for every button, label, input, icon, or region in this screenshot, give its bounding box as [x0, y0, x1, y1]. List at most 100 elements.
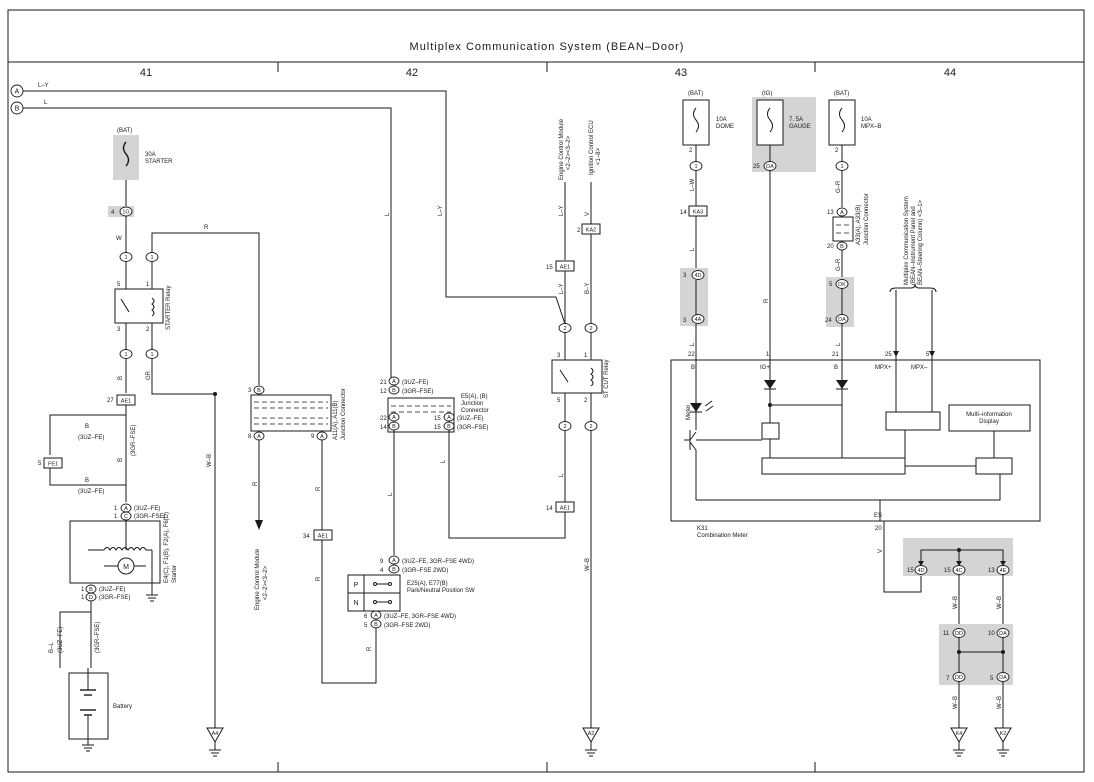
conn-4d-label: 4D — [694, 273, 701, 279]
bus-terminal-a-label: A — [15, 89, 20, 96]
wire-label-wb4: W–B — [997, 596, 1003, 609]
e5-pin: 14 — [380, 425, 387, 431]
junction-connector-a11 — [250, 394, 332, 432]
wire-bus-b — [23, 107, 392, 380]
fuse-mpxb-name: MPX–B — [861, 124, 881, 130]
wire-label-ly-vert: L–Y — [438, 205, 444, 216]
starter-bottom-pin: 1 — [81, 587, 85, 593]
splice-conn-label: DA — [999, 675, 1007, 681]
ground-symbol — [953, 749, 965, 757]
pn-pin-uz2: (3UZ–FE, 3GR–FSE 4WD) — [384, 614, 456, 620]
meter-ref: K31 — [697, 526, 708, 532]
relay-pin — [145, 349, 159, 359]
icu-top-name: Ignition Control ECU — [589, 120, 595, 175]
wire-ground-bus — [696, 474, 1001, 501]
fuse-starter-rating: 30A — [145, 152, 156, 158]
wire-label-wb6: W–B — [997, 696, 1003, 709]
meter-mpx-plus-label: MPX+ — [875, 365, 892, 371]
splice-pin: 15 — [907, 568, 914, 574]
e5-pin-gr2: (3GR–FSE) — [457, 425, 488, 431]
fuse-gauge-source: (IG) — [762, 91, 772, 97]
splice-conn-label: 4C — [955, 568, 962, 574]
pn-pin-b2 — [370, 619, 382, 629]
e5-conn: E5(A), (B) — [461, 394, 488, 400]
fuse-dome-box — [682, 99, 710, 146]
arrow-icon — [918, 561, 924, 566]
stcut-pin-num: 3 — [557, 353, 561, 359]
stcut-pin-label: 2 — [563, 326, 566, 332]
wire-label-r5: R — [367, 646, 373, 651]
splice-pin: 15 — [944, 568, 951, 574]
wire-label-bl: B–L — [49, 642, 55, 653]
starter-b-uz: (3UZ–FE) — [99, 587, 125, 593]
a33-name: Junction Connector — [864, 193, 870, 245]
conn-dk-label: DK — [838, 282, 846, 288]
mpx-sys-ref: Multiplex Communication System — [904, 196, 910, 285]
starter-coil — [103, 547, 147, 551]
pn-pin: 9 — [380, 559, 384, 565]
a33-pin-label: A — [840, 210, 844, 216]
ka2-pin: 2 — [577, 228, 581, 234]
pn-pin-label: B — [374, 622, 378, 628]
wire-label-l2: L — [388, 492, 394, 496]
fuse-starter-name: STARTER — [145, 159, 173, 165]
pn-pin-label: A — [392, 558, 396, 564]
fuse-dome-pin: 2 — [689, 148, 693, 154]
conn-da-3 — [996, 672, 1010, 682]
ae1-pin: 34 — [303, 534, 310, 540]
wire-label-l7: L — [836, 342, 842, 346]
st-cut-relay-label: ST CUT Relay — [604, 360, 610, 398]
wire-label-wb2: W–B — [585, 558, 591, 571]
conn-da-2 — [996, 628, 1010, 638]
conn-dk-pin: 5 — [829, 282, 833, 288]
wire-label-b: B — [118, 376, 124, 380]
fuse-mpxb-box — [828, 99, 856, 146]
wire-label-wb: W–B — [207, 454, 213, 467]
wire-label-b3: B — [85, 424, 89, 430]
fuse-mpxb-pin: 2 — [835, 148, 839, 154]
relay-pin — [119, 349, 133, 359]
fuse-dome-rating: 10A — [716, 117, 727, 123]
wire-label-lw: L–W — [690, 178, 696, 191]
conn-da — [835, 314, 849, 324]
motor-icon-label: M — [123, 564, 129, 571]
meter-mpx-minus-label: MPX– — [911, 365, 928, 371]
meter-pin: 20 — [875, 526, 882, 532]
wire-l-stcut — [448, 430, 566, 539]
conn-ka2-label: KA2 — [586, 228, 596, 234]
wire-label-ly: L–Y — [38, 83, 49, 89]
dome-conn-label: 1 — [694, 164, 697, 170]
starter-conn-label: E4(C), F1(B), F2(A), F6(D) — [164, 512, 170, 583]
conn-4a-label: 4A — [695, 317, 702, 323]
e5-pin-label: A — [392, 415, 396, 421]
ground-a4-triangle — [206, 727, 224, 744]
fuse-mpxb-source: (BAT) — [834, 91, 849, 97]
wire-label-l: L — [44, 100, 48, 106]
meter-full-name: Combination Meter — [697, 533, 748, 539]
icu-top-ref: <1–8> — [596, 147, 602, 165]
wire-label-l4: L — [559, 473, 565, 477]
pn-pin-label: B — [392, 567, 396, 573]
wire-label-ly2: L–Y — [559, 205, 565, 216]
wire-label-by: B–Y — [585, 283, 591, 294]
fuse-mpxb-rating: 10A — [861, 117, 872, 123]
e5-pin-uz: (3UZ–FE) — [402, 380, 428, 386]
splice-pin: 10 — [988, 631, 995, 637]
diode-icon — [836, 380, 848, 389]
wire-label-v: V — [585, 212, 591, 216]
conn-ae1-label2: AE1 — [318, 534, 328, 540]
splice-pin: 11 — [943, 631, 950, 637]
led-ray — [704, 400, 713, 407]
relay-pin — [119, 252, 133, 262]
splice-point — [957, 650, 961, 654]
starter-pin: 1 — [114, 506, 118, 512]
conn-1g-label: 1G — [122, 210, 129, 216]
fuse-gauge-name: GAUGE — [789, 124, 811, 130]
relay-pin-label: 1 — [124, 352, 127, 358]
a33-pin: 20 — [827, 244, 834, 250]
mpxb-conn-label: 1 — [840, 164, 843, 170]
led-ray — [705, 405, 714, 412]
junction-connector-e5 — [387, 397, 455, 433]
fuse-dome-source: (BAT) — [688, 91, 703, 97]
splice-pin: 13 — [988, 568, 995, 574]
